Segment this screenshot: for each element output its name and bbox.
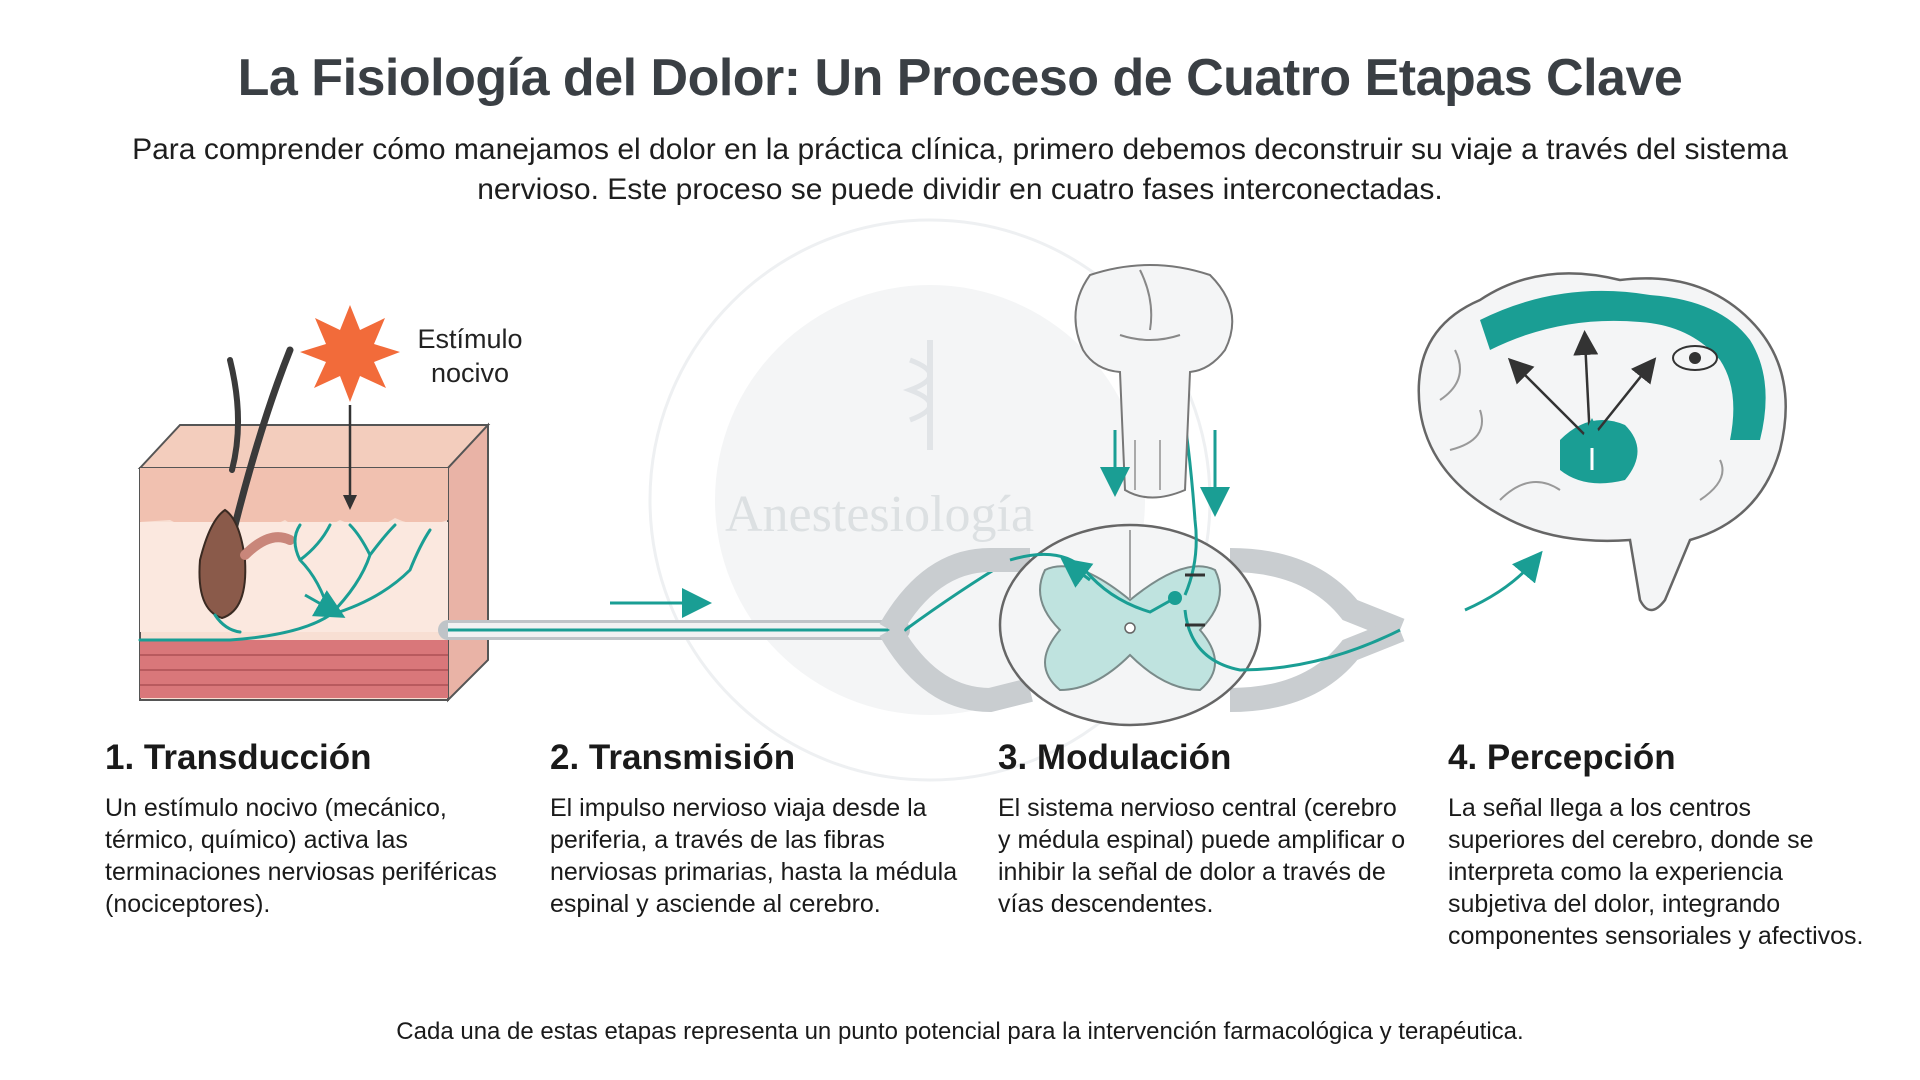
spinal-cord-cross-section	[879, 389, 1405, 727]
stage-title: 1. Transducción	[105, 738, 372, 777]
stimulus-label: Estímulo nocivo	[417, 324, 523, 388]
stage-perception: 4. Percepción La señal llega a los centr…	[1448, 738, 1868, 952]
stage-title: 3. Modulación	[998, 738, 1232, 777]
brainstem-illustration	[1074, 264, 1234, 517]
stage-modulation: 3. Modulación El sistema nervioso centra…	[998, 738, 1408, 920]
footer-note: Cada una de estas etapas representa un p…	[396, 1018, 1524, 1045]
stage-description: Un estímulo nocivo (mecánico, térmico, q…	[105, 794, 497, 918]
stage-transduction: 1. Transducción Un estímulo nocivo (mecá…	[105, 738, 515, 920]
stage-title: 4. Percepción	[1448, 738, 1676, 777]
stage-description: El sistema nervioso central (cerebro y m…	[998, 794, 1406, 918]
page-subtitle: Para comprender cómo manejamos el dolor …	[132, 133, 1788, 206]
page-title: La Fisiología del Dolor: Un Proceso de C…	[237, 49, 1683, 107]
brain-sagittal-illustration	[1417, 272, 1787, 612]
stimulus-starburst-icon	[300, 305, 400, 510]
skin-tissue-block	[137, 346, 491, 703]
stage-description: La señal llega a los centros superiores …	[1448, 794, 1864, 950]
stage-description: El impulso nervioso viaja desde la perif…	[550, 794, 958, 918]
watermark-text: Anestesiología	[725, 486, 1035, 543]
stage-transmission: 2. Transmisión El impulso nervioso viaja…	[550, 738, 960, 920]
stage-title: 2. Transmisión	[550, 738, 796, 777]
